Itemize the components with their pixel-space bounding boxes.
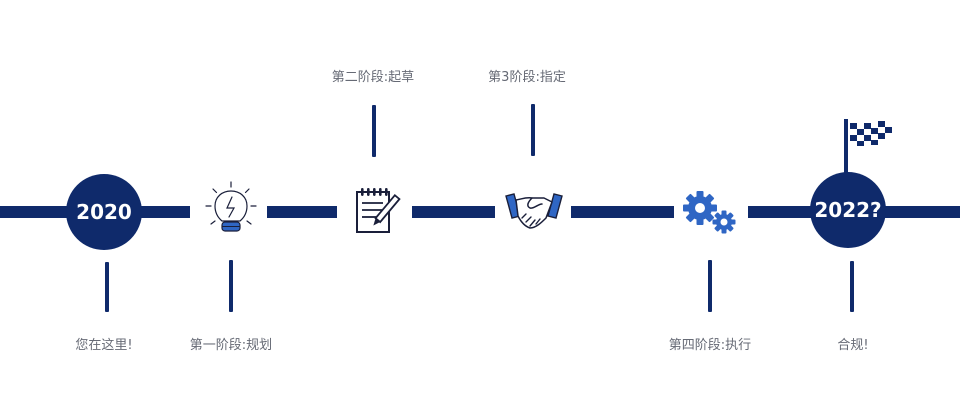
end-caption: 合规! xyxy=(837,338,869,353)
gears-icon xyxy=(683,191,736,234)
timeline-segment xyxy=(412,206,495,218)
start-year-circle: 2020 xyxy=(66,174,142,250)
timeline-segment xyxy=(571,206,674,218)
designate-tick xyxy=(531,104,535,156)
designate-caption: 第3阶段:指定 xyxy=(488,70,566,85)
timeline-segment xyxy=(138,206,190,218)
end-tick xyxy=(850,261,854,312)
plan-tick xyxy=(229,260,233,312)
timeline-segment xyxy=(884,206,960,218)
lightbulb-icon xyxy=(205,181,257,232)
start-year-label: 2020 xyxy=(76,200,132,224)
execute-caption: 第四阶段:执行 xyxy=(668,338,752,353)
timeline-segment xyxy=(267,206,337,218)
start-tick xyxy=(105,262,109,312)
checkered-flag-icon xyxy=(844,119,892,173)
execute-tick xyxy=(708,260,712,312)
end-year-label: 2022? xyxy=(814,198,882,222)
timeline-segment xyxy=(748,206,813,218)
start-caption: 您在这里! xyxy=(75,338,133,353)
end-year-circle: 2022? xyxy=(810,172,886,248)
draft-caption: 第二阶段:起草 xyxy=(331,70,415,85)
plan-caption: 第一阶段:规划 xyxy=(189,338,273,353)
notepad-pencil-icon xyxy=(356,188,401,233)
timeline-segment xyxy=(0,206,70,218)
handshake-icon xyxy=(505,193,563,229)
draft-tick xyxy=(372,105,376,157)
